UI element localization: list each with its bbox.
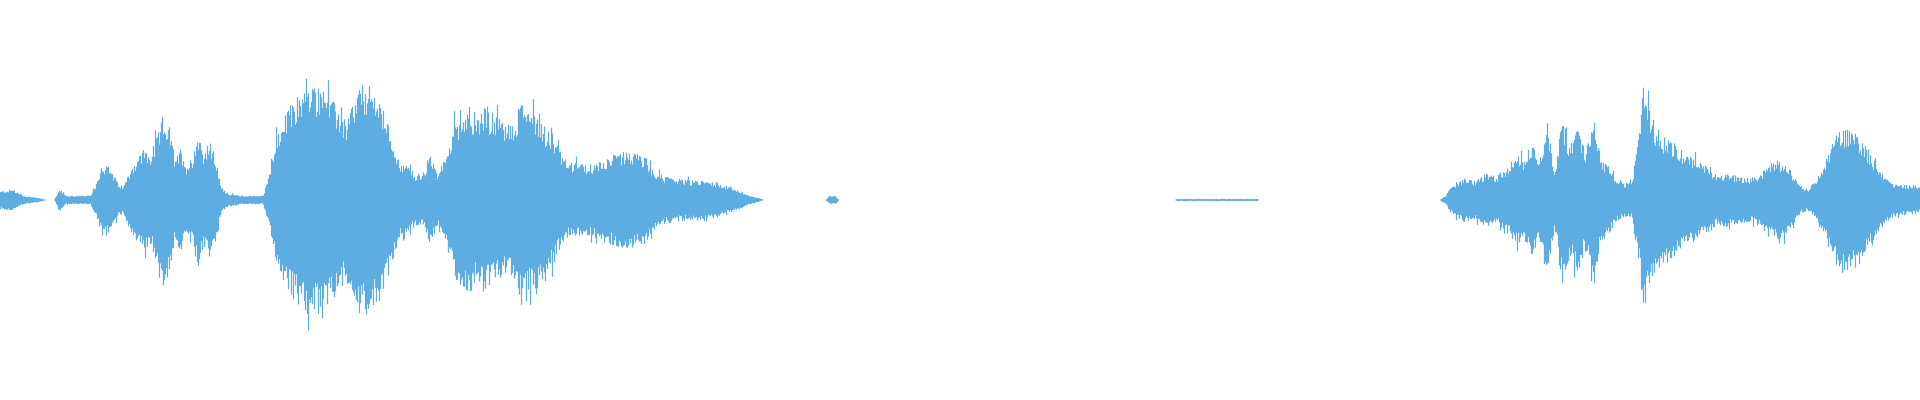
waveform-bars — [0, 78, 1920, 331]
waveform-path — [0, 78, 1920, 331]
